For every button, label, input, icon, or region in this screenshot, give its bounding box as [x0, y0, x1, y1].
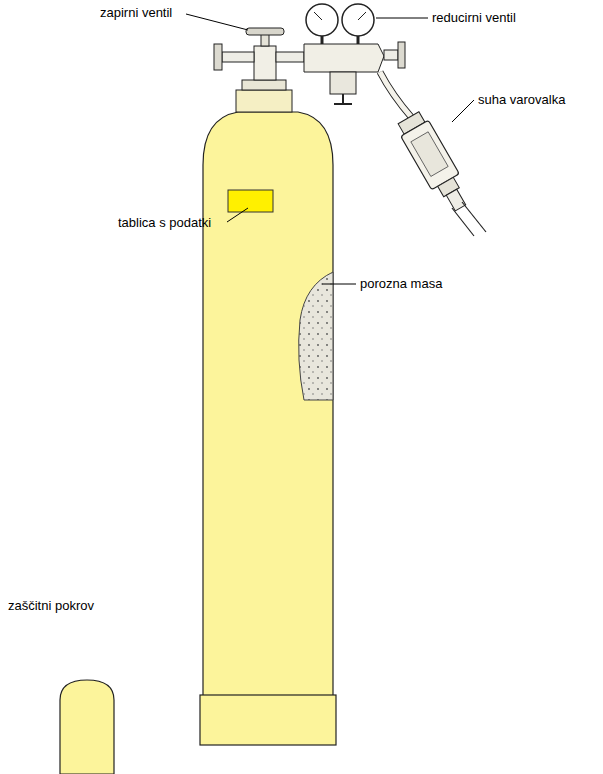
regulator-body [304, 44, 384, 72]
pressure-gauge [342, 4, 374, 36]
part-label: reducirni ventil [432, 10, 516, 25]
neck-collar [236, 90, 292, 112]
valve-spindle [261, 34, 269, 46]
hose [380, 72, 412, 118]
part-label: suha varovalka [478, 92, 565, 107]
part-label: tablica s podatki [118, 215, 211, 230]
porous-mass [299, 272, 333, 400]
adjust-handle [334, 103, 352, 105]
pressure-gauge [306, 4, 338, 36]
regulator-bonnet [330, 72, 356, 94]
outlet-knob [214, 44, 222, 70]
part-label: porozna masa [360, 276, 442, 291]
adjust-screw [342, 94, 344, 104]
data-plate [228, 190, 273, 212]
leader-lines [186, 14, 474, 284]
regulator-connector [276, 52, 304, 62]
valve-outlet [222, 52, 254, 62]
flashback-arrestor [395, 110, 475, 216]
cylinder-body [203, 112, 333, 740]
foot-ring [200, 695, 336, 745]
part-label: zaščitni pokrov [8, 598, 94, 613]
regulator-outlet-valve [384, 50, 398, 60]
protective-cap [60, 680, 114, 774]
porous-mass-texture [299, 272, 333, 400]
valve-handwheel [246, 28, 284, 35]
part-label: zapirni ventil [100, 5, 172, 20]
shutoff-valve [254, 46, 276, 80]
valve-nut [242, 80, 286, 90]
